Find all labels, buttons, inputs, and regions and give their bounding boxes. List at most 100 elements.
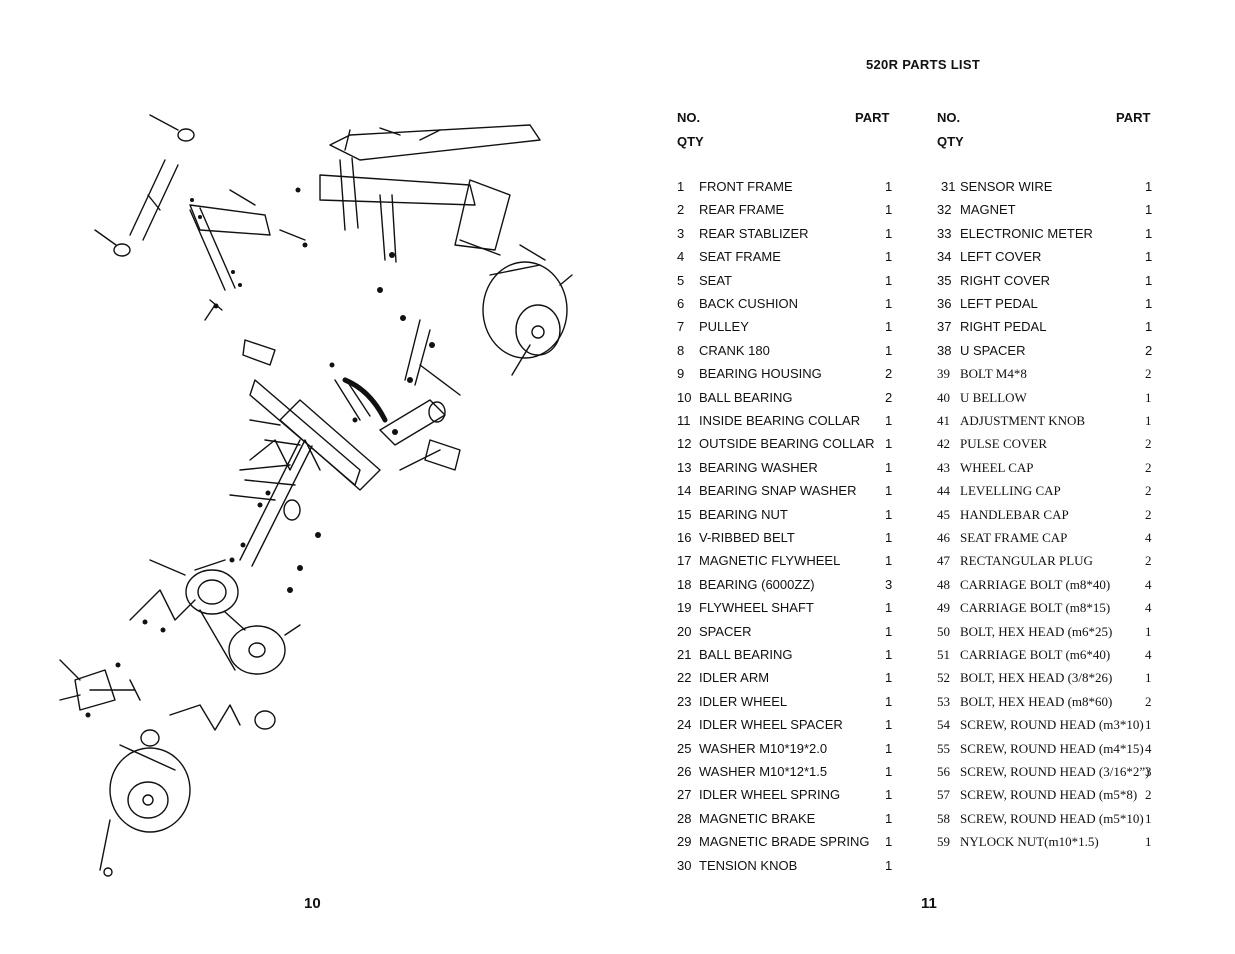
part-name: MAGNET — [960, 202, 1016, 218]
part-qty: 1 — [885, 717, 893, 733]
part-number: 39 — [937, 366, 950, 382]
part-qty: 2 — [1145, 693, 1152, 709]
part-number: 51 — [937, 647, 950, 662]
part-name: TENSION KNOB — [699, 857, 798, 873]
part-number: 52 — [937, 670, 950, 686]
part-qty: 2 — [885, 366, 893, 382]
part-qty: 1 — [885, 296, 893, 311]
part-name: SENSOR WIRE — [960, 179, 1053, 194]
part-qty: 1 — [885, 225, 893, 241]
part-name: WHEEL CAP — [960, 459, 1034, 475]
leader-lines — [129, 439, 321, 731]
part-number: 32 — [937, 202, 952, 218]
part-number: 57 — [937, 787, 950, 803]
part-number: 16 — [677, 530, 692, 545]
part-number: 2 — [677, 202, 685, 218]
part-number: 40 — [937, 389, 950, 405]
part-qty: 1 — [885, 179, 893, 194]
left-cover — [99, 744, 191, 877]
part-name: MAGNETIC BRAKE — [699, 810, 816, 826]
part-qty: 1 — [885, 810, 893, 826]
part-name: OUTSIDE BEARING COLLAR — [699, 436, 875, 452]
part-number: 22 — [677, 670, 692, 686]
part-qty: 1 — [885, 413, 893, 428]
part-name: PULLEY — [699, 319, 749, 335]
part-number: 20 — [677, 623, 692, 639]
part-name: BEARING NUT — [699, 506, 788, 522]
part-name: V-RIBBED BELT — [699, 530, 795, 545]
part-number: 17 — [677, 553, 692, 569]
part-name: IDLER ARM — [699, 670, 770, 686]
part-name: BOLT M4*8 — [960, 366, 1027, 382]
part-name: SCREW, ROUND HEAD (m5*10) — [960, 810, 1144, 826]
part-qty: 1 — [1145, 389, 1152, 405]
part-number: 50 — [937, 623, 950, 639]
part-name: LEFT PEDAL — [960, 296, 1038, 311]
flywheel — [149, 559, 301, 675]
part-number: 15 — [677, 506, 692, 522]
part-number: 36 — [937, 296, 952, 311]
part-number: 30 — [677, 857, 692, 873]
part-number: 4 — [677, 249, 685, 265]
part-number: 18 — [677, 576, 692, 592]
header-no-right: NO. — [937, 110, 961, 125]
header-part-right: PART — [1116, 110, 1151, 125]
part-number: 33 — [937, 225, 952, 241]
part-number: 6 — [677, 296, 685, 311]
part-qty: 1 — [1145, 179, 1153, 194]
part-number: 44 — [937, 483, 950, 499]
part-qty: 2 — [1145, 787, 1152, 803]
part-qty: 1 — [885, 342, 893, 358]
part-qty: 1 — [1145, 623, 1152, 639]
part-qty: 2 — [885, 389, 893, 405]
part-name: SCREW, ROUND HEAD (m5*8) — [960, 787, 1138, 803]
part-name: BEARING HOUSING — [699, 366, 822, 382]
parts-list-title: 520R PARTS LIST — [866, 57, 981, 72]
part-qty: 1 — [885, 787, 893, 803]
part-name: LEVELLING CAP — [960, 483, 1061, 499]
header-qty-left: QTY — [677, 134, 704, 149]
part-name: CARRIAGE BOLT (m8*15) — [960, 600, 1111, 616]
part-name: IDLER WHEEL SPACER — [699, 717, 843, 733]
part-qty: 1 — [885, 436, 893, 452]
part-number: 7 — [677, 319, 685, 335]
part-name: CARRIAGE BOLT (m6*40) — [960, 647, 1111, 662]
part-name: BEARING WASHER — [699, 459, 818, 475]
part-name: LEFT COVER — [960, 249, 1042, 265]
idler-assembly — [59, 659, 276, 747]
part-name: U BELLOW — [960, 389, 1027, 405]
part-number: 11 — [677, 413, 691, 428]
part-number: 56 — [937, 764, 950, 779]
part-number: 35 — [937, 272, 952, 288]
part-qty: 1 — [885, 319, 893, 335]
part-qty: 2 — [1145, 506, 1152, 522]
part-name: BOLT, HEX HEAD (m8*60) — [960, 693, 1113, 709]
part-number: 19 — [677, 600, 692, 616]
part-number: 59 — [937, 834, 950, 850]
part-name: HANDLEBAR CAP — [960, 506, 1069, 522]
exploded-view-diagram — [59, 114, 573, 877]
part-name: FLYWHEEL SHAFT — [699, 600, 814, 616]
